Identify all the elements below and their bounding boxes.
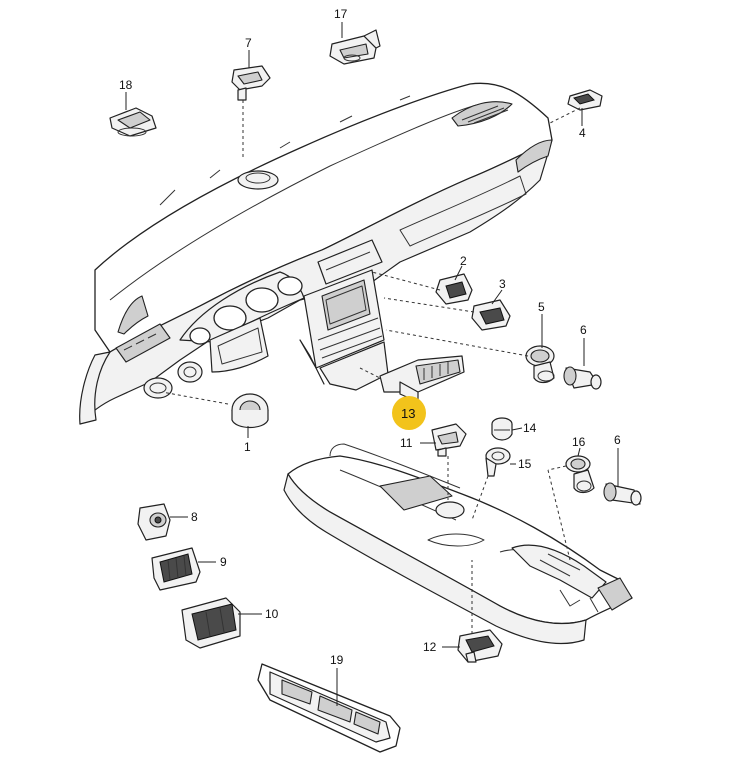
part-11-clip: [431, 423, 467, 457]
part-13-switch-panel: [379, 355, 465, 403]
part-16-socket: [565, 455, 595, 494]
part-2-switch: [435, 273, 473, 305]
label-part-17[interactable]: 17: [334, 7, 348, 21]
part-4-switch: [567, 89, 603, 111]
label-part-13[interactable]: 13: [401, 406, 415, 421]
label-part-9[interactable]: 9: [220, 555, 227, 569]
label-part-12[interactable]: 12: [423, 640, 437, 654]
part-7-bracket: [231, 65, 271, 101]
label-part-14[interactable]: 14: [523, 421, 537, 435]
part-18-switch: [109, 107, 157, 137]
part-10-switch-block: [181, 597, 241, 649]
label-part-16[interactable]: 16: [572, 435, 586, 449]
label-part-6-upper[interactable]: 6: [580, 323, 587, 337]
label-part-7[interactable]: 7: [245, 36, 252, 50]
label-part-6-lower[interactable]: 6: [614, 433, 621, 447]
part-6-lighter-upper: [563, 366, 602, 390]
label-part-8[interactable]: 8: [191, 510, 198, 524]
center-console: [283, 443, 633, 645]
part-6-lighter-lower: [603, 482, 642, 506]
label-part-11[interactable]: 11: [400, 436, 413, 450]
part-labels: 17 7 18 4 2 3 5 6 13 11 14 15 16 6 1 8 9…: [119, 7, 621, 667]
label-part-3[interactable]: 3: [499, 277, 506, 291]
label-part-5[interactable]: 5: [538, 300, 545, 314]
label-part-18[interactable]: 18: [119, 78, 133, 92]
part-12-switch: [457, 629, 503, 663]
part-15-holder: [485, 447, 511, 477]
part-14-sensor: [491, 417, 513, 441]
label-part-19[interactable]: 19: [330, 653, 344, 667]
leader-lines: [125, 22, 619, 706]
label-part-2[interactable]: 2: [460, 254, 467, 268]
part-5-socket: [525, 345, 555, 384]
label-part-10[interactable]: 10: [265, 607, 279, 621]
label-part-1[interactable]: 1: [244, 440, 251, 454]
part-8-switch: [137, 503, 171, 541]
part-19-window-switch-panel: [257, 663, 401, 753]
part-9-switch-block: [151, 547, 201, 591]
part-3-switch: [471, 299, 511, 331]
label-part-4[interactable]: 4: [579, 126, 586, 140]
part-1-knob: [231, 393, 269, 429]
part-13-highlight[interactable]: [392, 396, 426, 430]
part-17-switch: [329, 29, 381, 65]
label-part-15[interactable]: 15: [518, 457, 532, 471]
dashboard-panel: [79, 82, 553, 425]
